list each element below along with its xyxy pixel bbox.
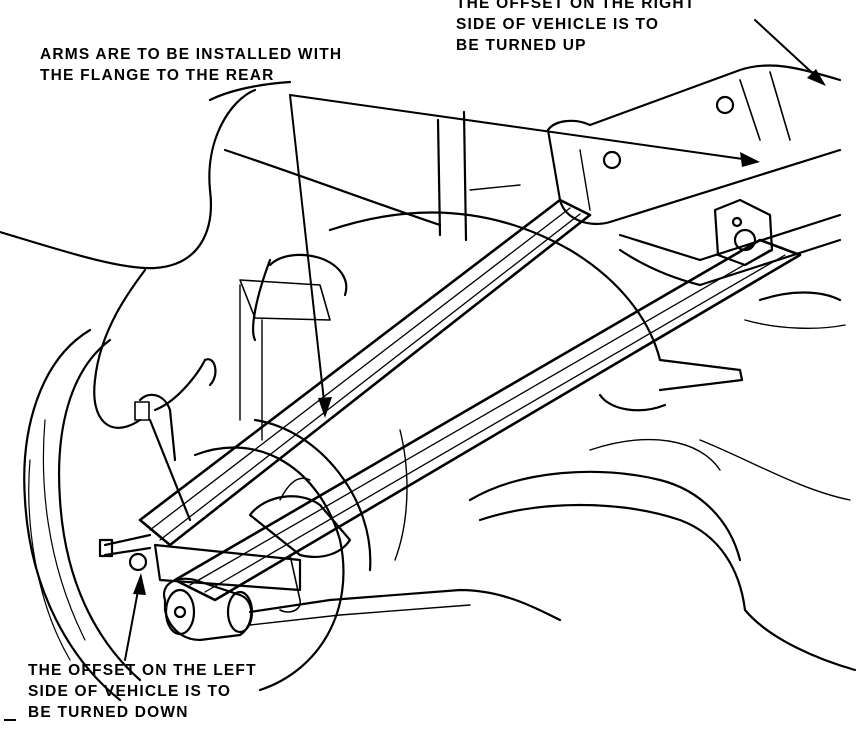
callout-right-line-1: THE OFFSET ON THE RIGHT [456, 0, 696, 12]
frame-crossmember [546, 64, 846, 329]
body-panel [0, 80, 442, 441]
leader-lines [124, 19, 821, 661]
callout-right-offset: THE OFFSET ON THE RIGHT SIDE OF VEHICLE … [456, 0, 695, 56]
floor-pan [328, 211, 857, 672]
upper-control-arm [138, 198, 592, 547]
callout-left-line-1: THE OFFSET ON THE LEFT [28, 662, 257, 679]
callout-arms-flange: ARMS ARE TO BE INSTALLED WITH THE FLANGE… [40, 44, 342, 86]
wheel-tire [23, 328, 408, 702]
callout-arms-line-1: ARMS ARE TO BE INSTALLED WITH [40, 46, 343, 63]
callout-left-line-2: SIDE OF VEHICLE IS TO [28, 683, 232, 700]
arm-bushing [162, 577, 562, 642]
background-post [436, 110, 521, 242]
arrow-head-left-offset [133, 573, 146, 595]
callout-arms-line-2: THE FLANGE TO THE REAR [40, 67, 275, 84]
arrow-head-crossmember [740, 152, 760, 167]
axle-housing [153, 477, 352, 613]
callout-left-offset: THE OFFSET ON THE LEFT SIDE OF VEHICLE I… [28, 660, 257, 723]
arrow-head-right-offset [807, 69, 826, 86]
callout-right-line-2: SIDE OF VEHICLE IS TO [456, 16, 660, 33]
lower-control-arm [173, 238, 802, 602]
callout-right-line-3: BE TURNED UP [456, 37, 587, 54]
brake-line [93, 268, 217, 522]
end-stud [98, 533, 152, 572]
callout-left-line-3: BE TURNED DOWN [28, 704, 189, 721]
arrow-head-upper-arm [318, 397, 332, 418]
